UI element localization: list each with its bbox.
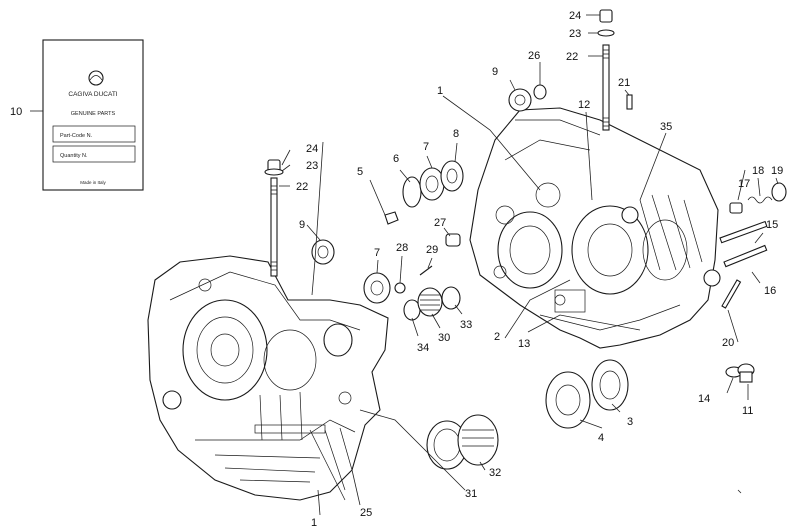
bolt-20 (721, 279, 742, 309)
callout-4: 4 (598, 432, 604, 444)
parts-bag-card: CAGIVA DUCATI GENUINE PARTS Part-Code N.… (42, 39, 144, 191)
card-field-quantity: Quantity N. (60, 153, 88, 159)
callout-23-right: 23 (569, 28, 581, 40)
dowel-pin-21 (626, 94, 633, 110)
callout-1-top: 1 (437, 85, 443, 97)
callout-22-left: 22 (296, 181, 308, 193)
callout-1-bottom: 1 (311, 517, 317, 529)
callout-27: 27 (434, 217, 446, 229)
callout-20: 20 (722, 337, 734, 349)
bearing-7-upper (419, 167, 445, 201)
seal-33 (441, 286, 461, 310)
pin-29 (419, 265, 433, 276)
callout-8: 8 (453, 128, 459, 140)
part-6-retainer (402, 176, 422, 208)
card-footer: Made in Italy (80, 180, 106, 185)
plug-11 (737, 363, 755, 383)
callout-25: 25 (360, 507, 372, 519)
bearing-4 (545, 371, 591, 429)
callout-31: 31 (465, 488, 477, 500)
callout-10: 10 (10, 106, 22, 118)
callout-33: 33 (460, 319, 472, 331)
callout-34: 34 (417, 342, 429, 354)
bolt-16 (723, 244, 768, 268)
callout-35: 35 (660, 121, 672, 133)
leader-lines (30, 14, 779, 516)
right-stud-assembly (597, 9, 615, 131)
callout-28: 28 (396, 242, 408, 254)
callout-17: 17 (738, 178, 750, 190)
callout-18: 18 (752, 165, 764, 177)
callout-22-right: 22 (566, 51, 578, 63)
bearing-9-right (508, 88, 532, 112)
bolt-15 (719, 220, 768, 244)
stray-mark (737, 489, 742, 494)
bearing-9-left (311, 239, 335, 265)
bearing-32 (457, 414, 499, 466)
callout-19: 19 (771, 165, 783, 177)
callout-9-right: 9 (492, 66, 498, 78)
callout-5: 5 (357, 166, 363, 178)
callout-7-upper: 7 (423, 141, 429, 153)
bearing-8 (440, 160, 464, 192)
callout-23-left: 23 (306, 160, 318, 172)
bearing-7-lower (363, 272, 391, 304)
spacer-28 (394, 282, 406, 294)
left-crankcase-half (147, 255, 389, 501)
callout-13: 13 (518, 338, 530, 350)
callout-15: 15 (766, 219, 778, 231)
callout-32: 32 (489, 467, 501, 479)
bearing-3 (591, 359, 629, 411)
callout-12: 12 (578, 99, 590, 111)
fitting-17 (729, 202, 743, 214)
callout-16: 16 (764, 285, 776, 297)
callout-24-right: 24 (569, 10, 581, 22)
left-stud-assembly (264, 159, 284, 277)
callout-24-left: 24 (306, 143, 318, 155)
bush-27 (445, 233, 461, 247)
callout-7-lower: 7 (374, 247, 380, 259)
callout-26: 26 (528, 50, 540, 62)
card-brand: CAGIVA DUCATI (68, 91, 117, 98)
card-title: GENUINE PARTS (71, 111, 116, 117)
cap-19 (771, 182, 787, 202)
callout-labels: 10 24 23 22 9 24 23 22 21 26 9 1 12 35 1… (10, 10, 783, 529)
part-5-bolt (384, 211, 399, 225)
callout-9-left: 9 (299, 219, 305, 231)
spring-18 (747, 196, 773, 204)
callout-21: 21 (618, 77, 630, 89)
callout-6: 6 (393, 153, 399, 165)
bearing-30 (417, 287, 443, 317)
callout-30: 30 (438, 332, 450, 344)
card-field-part-code: Part-Code N. (60, 133, 93, 139)
callout-11: 11 (742, 405, 753, 417)
callout-29: 29 (426, 244, 438, 256)
callout-3: 3 (627, 416, 633, 428)
callout-2: 2 (494, 331, 500, 343)
callout-14: 14 (698, 393, 710, 405)
right-crankcase-half (469, 107, 721, 349)
seal-26 (533, 84, 547, 100)
